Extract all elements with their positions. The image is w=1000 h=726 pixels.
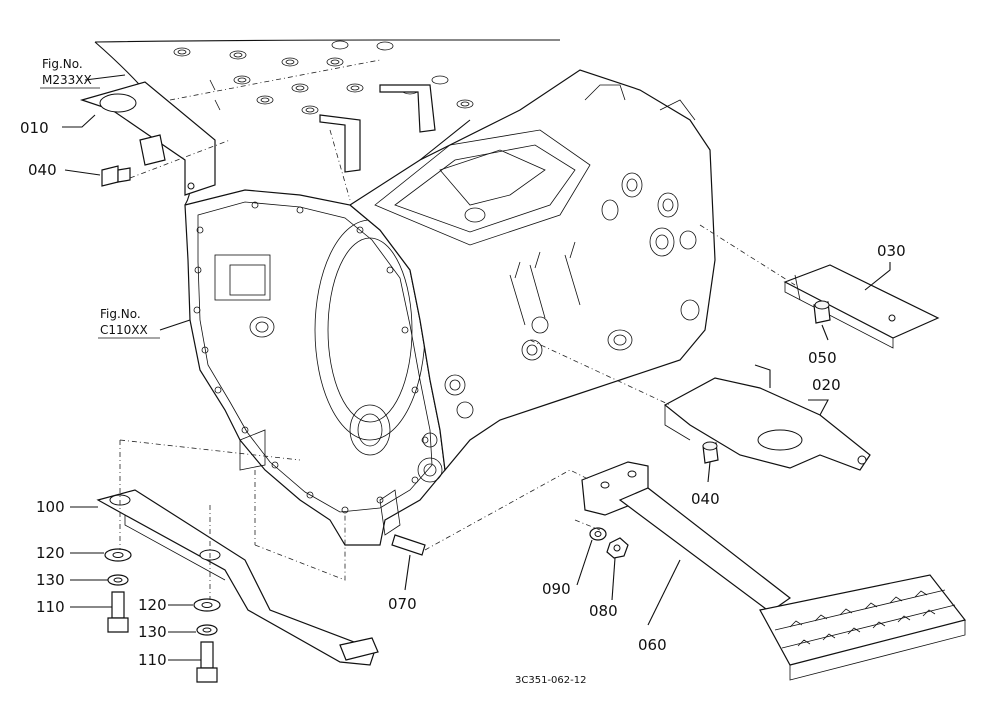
label-020: 020 [812, 376, 841, 394]
label-120-a: 120 [36, 544, 65, 562]
label-100: 100 [36, 498, 65, 516]
label-090: 090 [542, 580, 571, 598]
label-070: 070 [388, 595, 417, 613]
part-060-step [581, 461, 967, 681]
part-030-plate [783, 264, 940, 349]
bolt-040-lower [702, 441, 719, 464]
bolt-050 [813, 300, 831, 324]
label-110-a: 110 [36, 598, 65, 616]
label-110-b: 110 [138, 651, 167, 669]
washer-090 [589, 527, 607, 541]
fig-ref-top-line1: Fig.No. [42, 57, 83, 71]
label-040-upper: 040 [28, 161, 57, 179]
label-130-b: 130 [138, 623, 167, 641]
drawing-code: 3C351-062-12 [515, 675, 586, 686]
assembly-dash-lines [119, 59, 796, 600]
label-060: 060 [638, 636, 667, 654]
fig-ref-top-line2: M233XX [42, 73, 92, 87]
label-120-b: 120 [138, 596, 167, 614]
label-040-lower: 040 [691, 490, 720, 508]
fig-ref-middle-line1: Fig.No. [100, 307, 141, 321]
hardware-left-stack-b [193, 598, 221, 683]
label-030: 030 [877, 242, 906, 260]
transmission-case-drawing [184, 69, 716, 546]
leader-lines [62, 74, 891, 661]
label-130-a: 130 [36, 571, 65, 589]
nut-080 [606, 537, 629, 559]
fig-ref-middle: Fig.No. C110XX [98, 307, 160, 339]
part-020-bracket [663, 364, 871, 471]
bolt-040-upper [101, 165, 131, 187]
fig-ref-top: Fig.No. M233XX [40, 57, 100, 89]
stud-070 [391, 534, 426, 556]
hardware-left-stack-a [104, 548, 132, 633]
upper-housing-drawing [94, 39, 560, 206]
part-010-bracket [79, 81, 216, 196]
label-080: 080 [589, 602, 618, 620]
label-010: 010 [20, 119, 49, 137]
fig-ref-middle-line2: C110XX [100, 323, 148, 337]
label-050: 050 [808, 349, 837, 367]
